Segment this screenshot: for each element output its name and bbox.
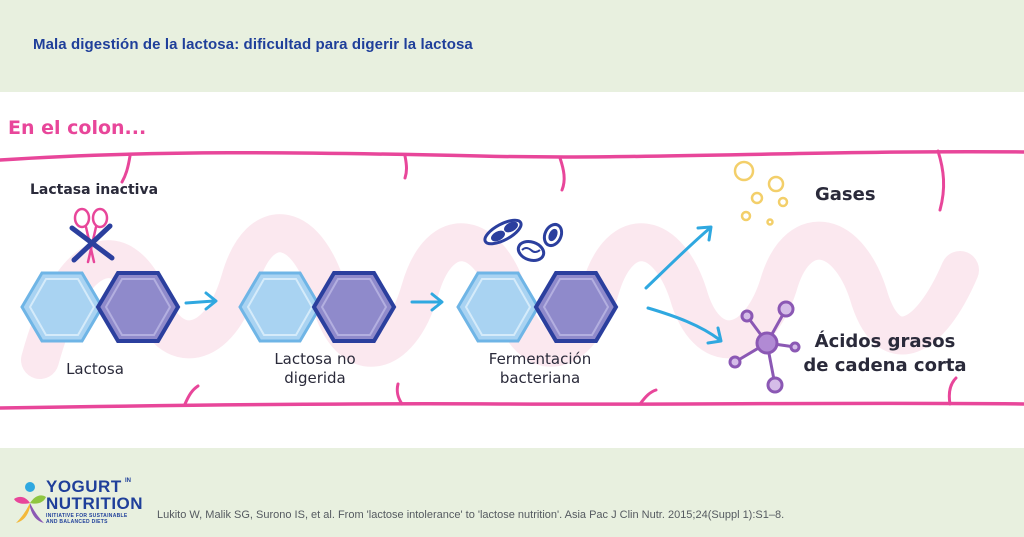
logo-text-nutrition: NUTRITION [46, 494, 144, 513]
arrow-down-right-icon [646, 306, 723, 345]
label-short-chain-fatty-acids: Ácidos grasos de cadena corta [800, 330, 970, 378]
logo-text-in: IN [125, 478, 131, 484]
yogurt-in-nutrition-logo: YOGURT IN NUTRITION INITIATIVE FOR SUSTA… [8, 475, 148, 533]
label-fatty-acids-line2: de cadena corta [803, 355, 967, 376]
arrow-up-right-icon [644, 225, 713, 290]
footer [0, 448, 1024, 537]
label-fermentation-line2: bacteriana [499, 369, 581, 387]
label-undigested-line1: Lactosa no [274, 350, 356, 368]
section-title: En el colon... [8, 117, 147, 139]
colon-bottom-folds [183, 376, 958, 406]
gas-bubbles-icon [733, 160, 789, 226]
label-lactose: Lactosa [66, 360, 124, 378]
fermenting-lactose-molecule [456, 271, 619, 343]
lactose-molecule [20, 271, 181, 343]
label-gases: Gases [815, 184, 876, 205]
logo-figure-icon [14, 482, 46, 523]
colon-bottom-wall [0, 401, 1024, 410]
citation: Lukito W, Malik SG, Surono IS, et al. Fr… [157, 509, 785, 521]
label-fermentation-line1: Fermentación [488, 350, 592, 368]
label-undigested-lactose: Lactosa no digerida [255, 350, 375, 388]
header-band [0, 0, 1024, 92]
label-inactive-lactase: Lactasa inactiva [30, 182, 159, 198]
cross-out-icon [69, 223, 115, 263]
colon-top-wall [0, 149, 1024, 162]
label-bacterial-fermentation: Fermentación bacteriana [470, 350, 610, 388]
colon-top-folds [120, 149, 946, 212]
logo-tagline: INITIATIVE FOR SUSTAINABLE AND BALANCED … [46, 513, 128, 525]
bacteria-icon [483, 218, 564, 262]
label-undigested-line2: digerida [284, 369, 346, 387]
fatty-acid-molecule-icon [728, 300, 801, 394]
logo-text-yogurt: YOGURT [46, 477, 122, 496]
label-fatty-acids-line1: Ácidos grasos [814, 331, 956, 352]
undigested-lactose-molecule [238, 271, 397, 343]
arrow-right-icon [184, 291, 218, 311]
arrow-right-icon [410, 292, 444, 312]
page-title: Mala digestión de la lactosa: dificultad… [33, 36, 473, 53]
